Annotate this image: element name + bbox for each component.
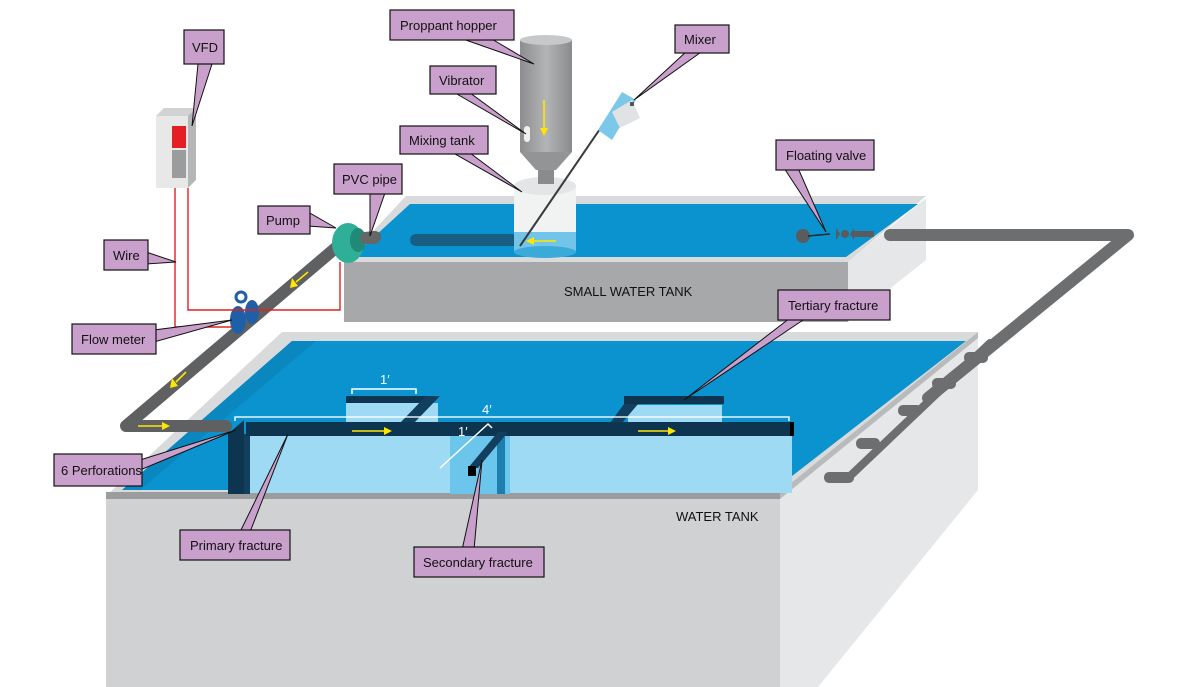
tertiary-fracture-left-top [346, 396, 426, 403]
label-mixing-tank: Mixing tank [409, 133, 475, 148]
callout-floating-valve: Floating valve [775, 139, 875, 233]
callout-vfd: VFD [183, 29, 225, 127]
vfd-box [156, 108, 196, 188]
callouts: Proppant hopper Mixer Vibrator Mixing ta… [53, 9, 891, 578]
return-pipe-outlets [824, 339, 994, 483]
callout-mixer: Mixer [633, 24, 730, 101]
flow-arrow-mixing [526, 237, 556, 245]
small-tank-inner-pipe [410, 234, 520, 246]
wire-to-pump [187, 188, 341, 311]
callout-mixing-tank: Mixing tank [399, 125, 523, 193]
primary-fracture-post-front [244, 434, 250, 494]
dimension-bracket-primary [234, 416, 790, 421]
secondary-fracture-beam [468, 432, 508, 468]
primary-fracture-post [228, 420, 244, 494]
tertiary-fracture-right-diag [610, 404, 638, 423]
dimension-secondary-label: 1′ [458, 424, 468, 439]
label-primary-fracture: Primary fracture [190, 538, 282, 553]
label-pvc-pipe: PVC pipe [342, 172, 397, 187]
label-floating-valve: Floating valve [786, 148, 866, 163]
tertiary-fracture-right-panel [628, 405, 722, 423]
flow-arrow-pipe-2 [170, 371, 187, 388]
mixing-tank [514, 177, 576, 258]
fracture-panels: 1′ 4′ 1′ [228, 372, 794, 494]
large-tank-label: WATER TANK [676, 509, 759, 524]
callout-secondary-fracture: Secondary fracture [413, 459, 545, 578]
return-pipe [884, 229, 1134, 404]
secondary-fracture-beam-end [468, 466, 476, 476]
large-water-tank: WATER TANK [106, 332, 978, 687]
tertiary-fracture-right-top [624, 396, 724, 404]
callout-flow-meter: Flow meter [71, 319, 233, 355]
floating-valve [796, 228, 874, 243]
large-tank-side-face [780, 332, 978, 687]
label-vibrator: Vibrator [439, 73, 485, 88]
vfd-display [172, 126, 186, 148]
callout-proppant-hopper: Proppant hopper [389, 9, 535, 65]
primary-fracture-beam [246, 422, 794, 436]
callout-six-perforations: 6 Perforations [53, 429, 237, 487]
label-secondary-fracture: Secondary fracture [423, 555, 533, 570]
wire-to-flow-meter [174, 188, 232, 328]
dimension-bracket-tertiary [351, 388, 417, 394]
primary-fracture-panel [246, 435, 792, 493]
flow-arrow-hopper [540, 100, 548, 136]
mixer [519, 92, 640, 247]
secondary-fracture-edge [497, 434, 505, 494]
label-six-perforations: 6 Perforations [61, 463, 142, 478]
label-tertiary-fracture: Tertiary fracture [788, 298, 878, 313]
flow-arrow-primary-2 [638, 427, 676, 435]
flow-arrow-pipe-3 [138, 422, 170, 430]
pump [332, 223, 380, 263]
flow-meter [230, 290, 259, 334]
callout-primary-fracture: Primary fracture [179, 433, 291, 561]
label-pump: Pump [266, 213, 300, 228]
proppant-hopper [520, 35, 572, 184]
flow-arrow-pipe-1 [290, 271, 309, 288]
callout-pvc-pipe: PVC pipe [333, 163, 403, 237]
label-flow-meter: Flow meter [81, 332, 146, 347]
vibrator-device [524, 126, 530, 142]
flow-arrow-primary-1 [352, 427, 392, 435]
label-vfd: VFD [192, 40, 218, 55]
label-mixer: Mixer [684, 32, 716, 47]
large-tank-side-lip [780, 332, 978, 499]
callout-wire: Wire [103, 239, 177, 271]
small-tank-water [352, 204, 918, 257]
label-wire: Wire [113, 248, 140, 263]
dimension-primary-label: 4′ [482, 402, 492, 417]
dimension-bracket-secondary [439, 422, 493, 469]
small-tank-label: SMALL WATER TANK [564, 284, 693, 299]
primary-fracture-beam-end [790, 422, 794, 436]
callout-pump: Pump [257, 205, 337, 235]
dimension-tertiary-label: 1′ [380, 372, 390, 387]
callout-tertiary-fracture: Tertiary fracture [683, 289, 891, 401]
callout-vibrator: Vibrator [429, 65, 527, 135]
large-tank-front-face [106, 494, 780, 687]
large-tank-front-lip [106, 492, 780, 499]
return-pipe-outlet [856, 438, 880, 449]
label-proppant-hopper: Proppant hopper [400, 18, 498, 33]
small-tank-front-face [344, 262, 848, 322]
